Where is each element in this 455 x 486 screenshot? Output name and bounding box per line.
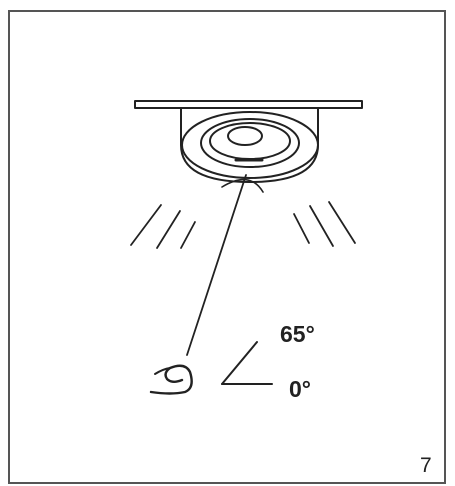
finger-icon <box>149 364 193 395</box>
light-rays-left <box>130 204 196 249</box>
tilt-angle-min-label: 0° <box>289 376 311 402</box>
ceiling-plate <box>134 100 363 109</box>
pointer-line <box>186 174 247 356</box>
light-rays-right <box>293 201 356 247</box>
tilt-angle-max-label: 65° <box>280 321 315 347</box>
downlight-fixture <box>180 107 319 193</box>
page-number: 7 <box>420 454 432 477</box>
page-frame <box>8 10 446 484</box>
finger-knuckle-line <box>154 367 171 375</box>
tilt-angle-icon <box>221 341 273 385</box>
